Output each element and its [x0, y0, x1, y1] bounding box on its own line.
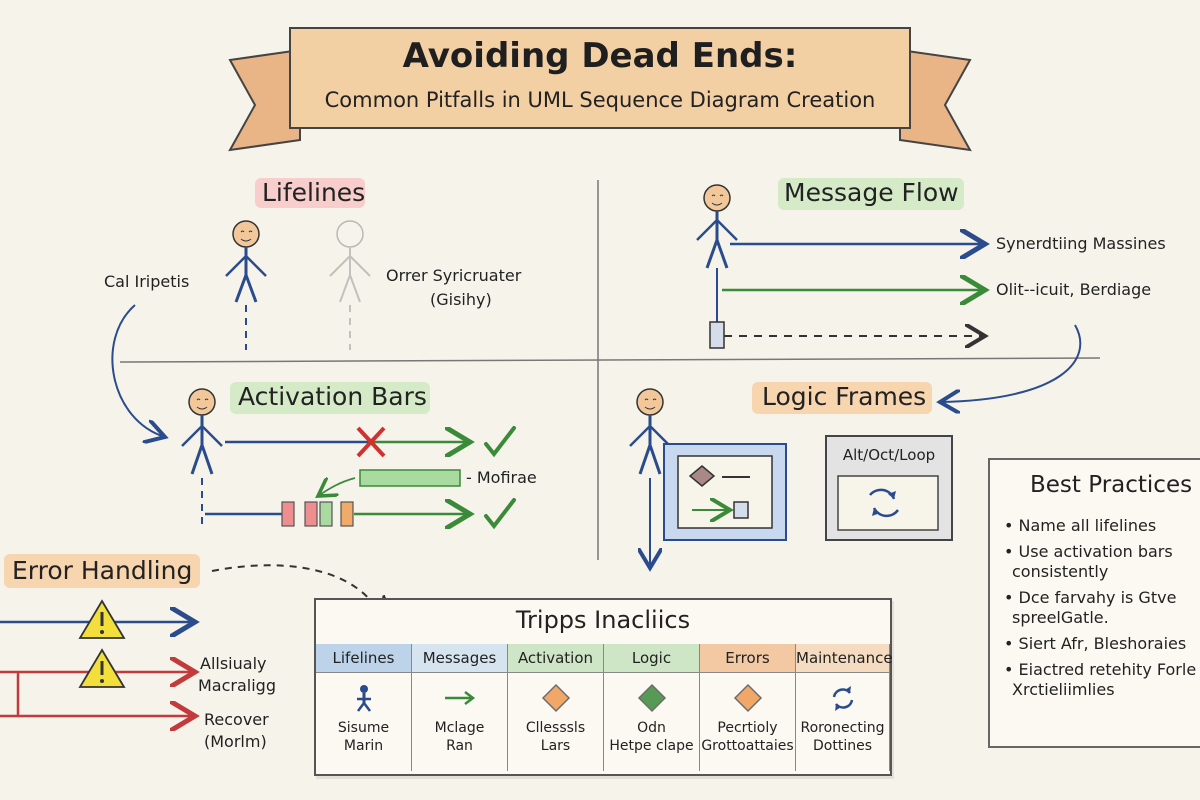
error-arrow-red-bracket — [0, 672, 20, 718]
table-header-logic: Logic — [604, 644, 700, 673]
lifelines-label-right-2: (Gisihy) — [430, 290, 492, 309]
best-practices-title: Best Practices — [1030, 472, 1193, 498]
error-label-1b: Macraligg — [198, 676, 276, 695]
logic-frame-blue — [663, 443, 787, 541]
warning-icon — [78, 599, 126, 639]
refresh-icon — [826, 683, 860, 713]
arrow-right-icon — [443, 683, 477, 713]
best-practices-list: Name all lifelinesUse activation barscon… — [1004, 516, 1196, 706]
table-header-lifelines: Lifelines — [316, 644, 412, 673]
diamond-icon — [731, 683, 765, 713]
logic-frame-label: Alt/Oct/Loop — [842, 446, 936, 464]
message-flow-title-highlight — [778, 178, 964, 210]
lifeline-figure-ghost — [329, 220, 371, 350]
warning-icon-2 — [78, 648, 126, 688]
message-flow-figure — [696, 184, 738, 349]
table-header-activation: Activation — [508, 644, 604, 673]
diamond-icon — [539, 683, 573, 713]
check-icon-2 — [484, 498, 516, 530]
activation-small-arrow — [318, 478, 356, 496]
message-sync-label: Synerdtiing Massines — [996, 234, 1166, 253]
message-async-label: Olit--icuit, Berdiage — [996, 280, 1152, 299]
activation-bars-stack — [281, 501, 354, 527]
table-header-errors: Errors — [700, 644, 796, 673]
lifelines-title-highlight — [255, 178, 365, 208]
lifelines-label-left: Cal Iripetis — [104, 272, 190, 291]
diamond-icon — [635, 683, 669, 713]
lifelines-title: Lifelines — [262, 178, 366, 207]
activation-figure — [181, 388, 223, 530]
best-practices-panel: Best Practices Name all lifelinesUse act… — [988, 458, 1200, 748]
logic-frames-title-highlight — [752, 382, 932, 414]
banner-subtitle: Common Pitfalls in UML Sequence Diagram … — [324, 88, 876, 112]
activation-bars-title: Activation Bars — [238, 382, 427, 411]
error-handling-title: Error Handling — [12, 556, 193, 585]
message-to-logic-arrow — [940, 324, 1082, 402]
lifelines-label-right: Orrer Syricruater — [386, 266, 522, 285]
error-label-2a: Recover — [204, 710, 269, 729]
table-header-maintenance: Maintenance — [796, 644, 893, 673]
message-flow-title: Message Flow — [784, 178, 959, 207]
activation-bars-title-highlight — [230, 382, 430, 414]
error-handling-title-highlight — [4, 554, 200, 588]
logic-figure — [629, 388, 671, 568]
activation-bar-label: - Mofirae — [466, 468, 537, 487]
tips-table-title: Tripps Inacliics — [515, 606, 691, 634]
lifeline-figure-solid — [225, 220, 267, 350]
lifelines-to-activation-arrow — [111, 304, 165, 437]
stick-figure-icon — [347, 683, 381, 713]
divider-horizontal — [119, 357, 1101, 363]
error-label-1a: Allsiualy — [200, 654, 267, 673]
banner-ribbon — [228, 27, 972, 152]
error-x-icon — [356, 426, 386, 458]
banner-title: Avoiding Dead Ends: — [402, 36, 798, 76]
logic-frame-alt — [825, 435, 953, 541]
table-header-messages: Messages — [412, 644, 508, 673]
list-item: Siert Afr, Bleshoraies — [1004, 634, 1196, 654]
activation-bar-horizontal — [359, 469, 461, 487]
logic-frames-title: Logic Frames — [762, 382, 927, 411]
list-item: Name all lifelines — [1004, 516, 1196, 536]
check-icon — [484, 426, 516, 458]
error-label-2b: (Morlm) — [204, 732, 267, 751]
